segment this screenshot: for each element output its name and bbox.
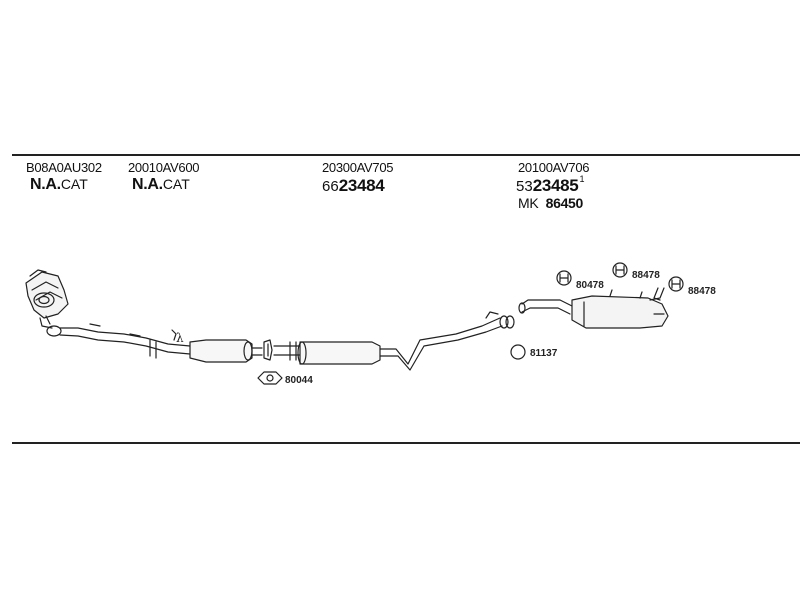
gasket-drawing [263,339,273,361]
rear-muffler-mk: MK 86450 [518,195,583,211]
ring-part-number: 81137 [530,348,558,359]
center-muffler-drawing [273,311,515,371]
front-pipe-desc: N.A.CAT [132,176,190,194]
front-pipe-desc-rest: CAT [162,176,190,192]
hanger-c-part-number: 88478 [688,286,716,297]
rear-muffler-number: 53234851 [516,174,585,196]
hanger-88478-b-icon [668,276,684,292]
rear-muffler-drawing [518,287,669,329]
lambda-sensor-symbol: λ [176,331,184,345]
hanger-b-part-number: 88478 [632,270,660,281]
part-code-center-muffler: 20300AV705 [322,160,394,175]
top-divider [12,154,800,156]
gasket-80044-icon [257,371,283,385]
front-pipe-desc-bold: N.A. [132,176,163,193]
rear-muffler-mk-prefix: MK [518,195,539,211]
part-code-catalyst: B08A0AU302 [26,160,102,175]
catalyst-desc-bold: N.A. [30,176,61,193]
center-muffler-number-prefix: 66 [322,178,339,195]
catalytic-converter-drawing [25,269,69,329]
hanger-a-part-number: 80478 [576,280,604,291]
part-code-rear-muffler: 20100AV706 [518,160,590,175]
rear-muffler-number-prefix: 53 [516,178,533,195]
center-muffler-number-main: 23484 [338,176,385,195]
ring-81137-icon [510,344,526,360]
hanger-80478-icon [556,270,572,286]
part-code-front-pipe: 20010AV600 [128,160,200,175]
front-pipe-drawing [46,323,263,363]
gasket-part-number: 80044 [285,375,313,386]
catalyst-desc-rest: CAT [60,176,88,192]
center-muffler-number: 6623484 [322,176,385,196]
catalyst-desc: N.A.CAT [30,176,88,194]
bottom-divider [12,442,800,444]
hanger-88478-a-icon [612,262,628,278]
rear-muffler-number-main: 23485 [532,176,579,195]
rear-muffler-mk-value: 86450 [545,195,584,211]
rear-muffler-number-sup: 1 [579,174,585,184]
